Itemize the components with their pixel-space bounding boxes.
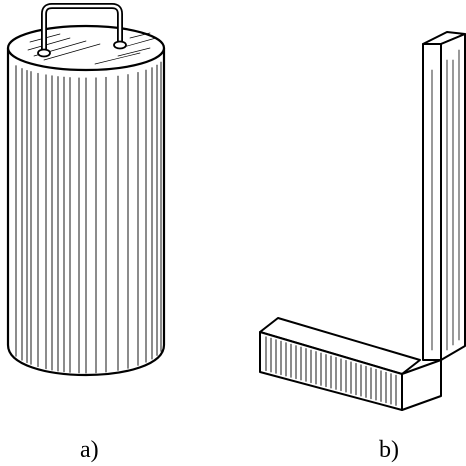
try-square	[259, 31, 466, 411]
cylinder-shading	[15, 61, 162, 374]
cylinder-weight	[6, 3, 166, 377]
caption-b: b)	[379, 437, 399, 463]
caption-a: a)	[80, 437, 99, 463]
cylinder-handle	[37, 3, 127, 58]
blade-shading	[431, 49, 460, 351]
stock-shading	[265, 336, 397, 406]
stock-end	[401, 359, 442, 411]
